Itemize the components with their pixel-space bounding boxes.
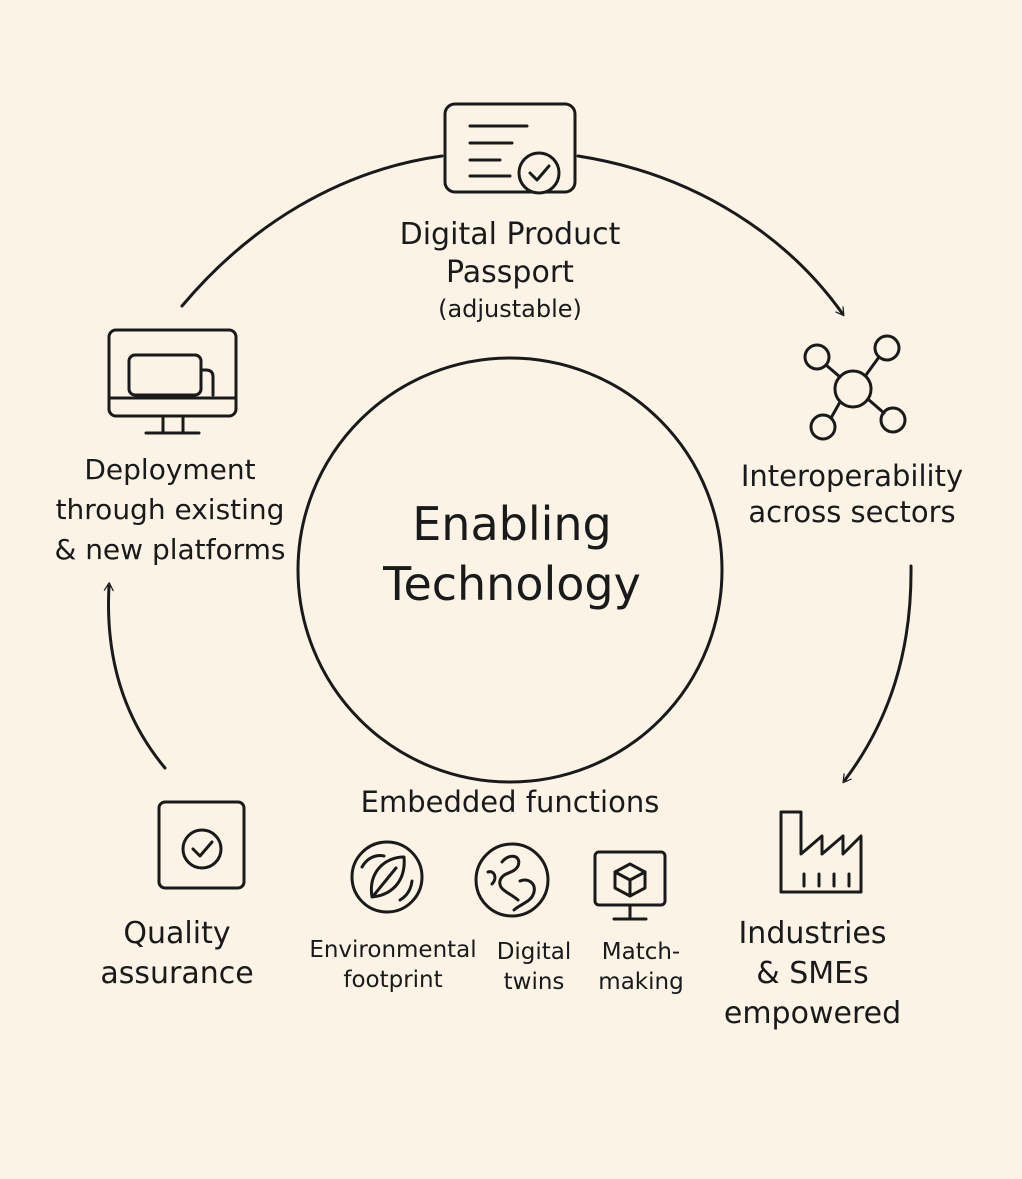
- arrow-quality-to-deployment: [103, 582, 167, 770]
- passport-note: (adjustable): [438, 295, 582, 323]
- embedded-item-environmental: Environmental footprint: [302, 936, 484, 996]
- industries-line-1: Industries: [738, 916, 887, 951]
- cube-monitor-icon: [593, 850, 667, 921]
- checkbox-icon: [157, 800, 246, 890]
- interop-line-2: across sectors: [748, 495, 956, 530]
- environmental-line-1: Environmental: [309, 937, 477, 963]
- quality-line-2: assurance: [100, 955, 254, 991]
- passport-line-1: Digital Product: [399, 217, 621, 252]
- matchmaking-line-1: Match-: [601, 939, 681, 965]
- deployment-line-1: Deployment: [84, 453, 256, 486]
- environmental-line-2: footprint: [343, 966, 443, 993]
- globe-icon: [474, 842, 550, 918]
- passport-line-2: Passport: [446, 254, 574, 290]
- industries-line-3: empowered: [723, 995, 902, 1031]
- node-quality-label: Quality assurance: [82, 914, 272, 994]
- arrow-passport-to-interop: [576, 154, 845, 317]
- monitor-icon: [107, 328, 238, 435]
- matchmaking-line-2: making: [598, 968, 684, 995]
- node-passport-label: Digital Product Passport (adjustable): [360, 216, 660, 324]
- digital-twins-line-2: twins: [503, 968, 565, 995]
- deployment-line-2: through existing: [55, 493, 285, 527]
- certificate-icon: [443, 102, 577, 195]
- arrow-interop-to-industries: [842, 564, 913, 784]
- factory-icon: [779, 810, 863, 894]
- leaf-icon: [350, 840, 424, 914]
- embedded-functions-title: Embedded functions: [360, 785, 660, 819]
- node-deployment-label: Deployment through existing & new platfo…: [30, 450, 310, 570]
- node-interop-label: Interoperability across sectors: [722, 458, 982, 531]
- center-title-line-1: Enabling: [412, 497, 612, 551]
- deployment-line-3: & new platforms: [54, 533, 286, 567]
- node-industries-label: Industries & SMEs empowered: [700, 914, 925, 1034]
- quality-line-1: Quality: [123, 916, 231, 951]
- arrow-deployment-to-passport: [180, 154, 444, 308]
- embedded-item-matchmaking: Match- making: [588, 938, 694, 998]
- network-icon: [803, 334, 907, 441]
- digital-twins-line-1: Digital: [496, 939, 572, 965]
- industries-line-2: & SMEs: [756, 955, 869, 991]
- center-circle: [296, 356, 724, 784]
- interop-line-1: Interoperability: [740, 459, 964, 493]
- center-title: Enabling Technology: [300, 495, 724, 615]
- center-title-line-2: Technology: [383, 556, 641, 611]
- embedded-item-digital-twins: Digital twins: [484, 938, 584, 998]
